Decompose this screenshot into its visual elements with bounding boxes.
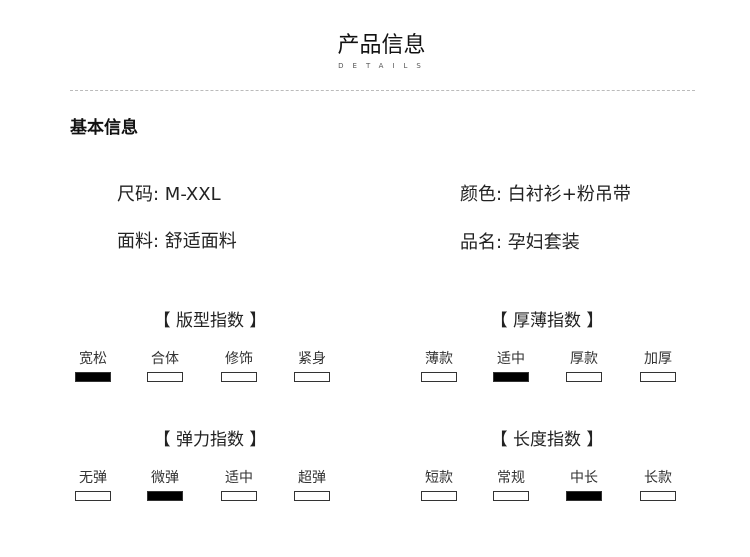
option-label: 无弹 xyxy=(79,470,107,486)
index-option: 厚款 xyxy=(548,348,620,382)
option-indicator xyxy=(147,372,183,382)
index-title: 【 弹力指数 】 xyxy=(153,430,267,450)
option-label: 长款 xyxy=(644,470,672,486)
index-title: 【 长度指数 】 xyxy=(490,430,604,450)
option-label: 适中 xyxy=(497,351,525,367)
index-option: 合体 xyxy=(129,348,201,382)
option-label: 紧身 xyxy=(298,351,326,367)
info-material: 面料: 舒适面料 xyxy=(117,231,237,252)
index-option: 无弹 xyxy=(57,467,129,501)
option-label: 加厚 xyxy=(644,351,672,367)
option-indicator xyxy=(640,372,676,382)
option-label: 薄款 xyxy=(425,351,453,367)
option-indicator xyxy=(421,372,457,382)
option-label: 厚款 xyxy=(570,351,598,367)
option-indicator-selected xyxy=(493,372,529,382)
option-indicator-selected xyxy=(566,491,602,501)
section-title: 基本信息 xyxy=(70,118,138,138)
index-option: 修饰 xyxy=(203,348,275,382)
index-option: 超弹 xyxy=(276,467,348,501)
option-indicator xyxy=(421,491,457,501)
option-label: 超弹 xyxy=(298,470,326,486)
option-indicator xyxy=(75,491,111,501)
index-option: 加厚 xyxy=(622,348,694,382)
option-label: 微弹 xyxy=(151,470,179,486)
info-name: 品名: 孕妇套装 xyxy=(460,232,580,253)
option-indicator xyxy=(493,491,529,501)
page-title: 产品信息 xyxy=(337,33,426,58)
index-option: 适中 xyxy=(475,348,547,382)
index-option: 适中 xyxy=(203,467,275,501)
option-label: 中长 xyxy=(570,470,598,486)
option-label: 短款 xyxy=(425,470,453,486)
index-option: 薄款 xyxy=(403,348,475,382)
index-title: 【 版型指数 】 xyxy=(153,311,267,331)
index-title: 【 厚薄指数 】 xyxy=(490,311,604,331)
option-indicator xyxy=(294,491,330,501)
option-label: 宽松 xyxy=(79,351,107,367)
index-option: 短款 xyxy=(403,467,475,501)
option-indicator xyxy=(640,491,676,501)
index-option: 长款 xyxy=(622,467,694,501)
index-option: 常规 xyxy=(475,467,547,501)
index-option: 中长 xyxy=(548,467,620,501)
option-label: 合体 xyxy=(151,351,179,367)
option-indicator xyxy=(221,491,257,501)
option-label: 修饰 xyxy=(225,351,253,367)
option-indicator xyxy=(221,372,257,382)
page-subtitle: DETAILS xyxy=(338,62,430,70)
option-indicator-selected xyxy=(147,491,183,501)
option-label: 适中 xyxy=(225,470,253,486)
option-indicator xyxy=(294,372,330,382)
index-option: 宽松 xyxy=(57,348,129,382)
index-option: 紧身 xyxy=(276,348,348,382)
dotted-divider xyxy=(70,90,695,91)
option-label: 常规 xyxy=(497,470,525,486)
option-indicator-selected xyxy=(75,372,111,382)
info-color: 颜色: 白衬衫+粉吊带 xyxy=(460,184,631,205)
option-indicator xyxy=(566,372,602,382)
index-option: 微弹 xyxy=(129,467,201,501)
info-size: 尺码: M-XXL xyxy=(117,184,221,205)
